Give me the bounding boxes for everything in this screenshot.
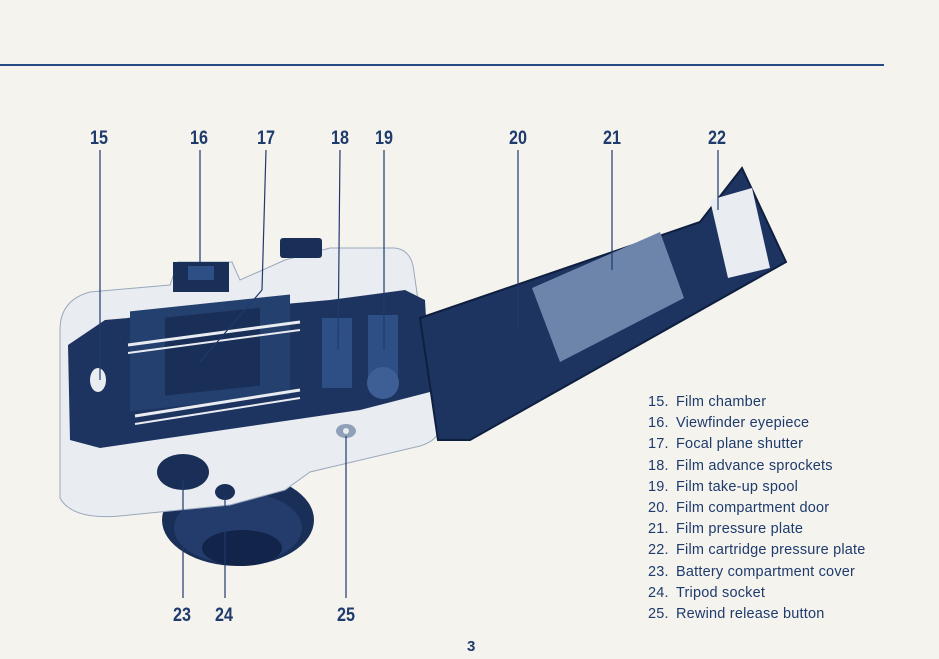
callout-17: 17 xyxy=(257,128,275,150)
legend-item: 17.Focal plane shutter xyxy=(648,434,866,455)
callout-19: 19 xyxy=(375,128,393,150)
legend-item: 21.Film pressure plate xyxy=(648,519,866,540)
legend-item: 16.Viewfinder eyepiece xyxy=(648,413,866,434)
legend-item: 23.Battery compartment cover xyxy=(648,562,866,583)
legend-item: 15.Film chamber xyxy=(648,392,866,413)
parts-legend: 15.Film chamber 16.Viewfinder eyepiece 1… xyxy=(648,392,866,625)
legend-item: 20.Film compartment door xyxy=(648,498,866,519)
legend-item: 25.Rewind release button xyxy=(648,604,866,625)
callout-23: 23 xyxy=(173,605,191,627)
legend-item: 22.Film cartridge pressure plate xyxy=(648,540,866,561)
callout-24: 24 xyxy=(215,605,233,627)
callout-18: 18 xyxy=(331,128,349,150)
callout-15: 15 xyxy=(90,128,108,150)
callout-25: 25 xyxy=(337,605,355,627)
callout-20: 20 xyxy=(509,128,527,150)
callout-16: 16 xyxy=(190,128,208,150)
legend-item: 19.Film take-up spool xyxy=(648,477,866,498)
legend-item: 18.Film advance sprockets xyxy=(648,456,866,477)
callout-22: 22 xyxy=(708,128,726,150)
page-number: 3 xyxy=(467,638,475,655)
legend-item: 24.Tripod socket xyxy=(648,583,866,604)
callout-21: 21 xyxy=(603,128,621,150)
